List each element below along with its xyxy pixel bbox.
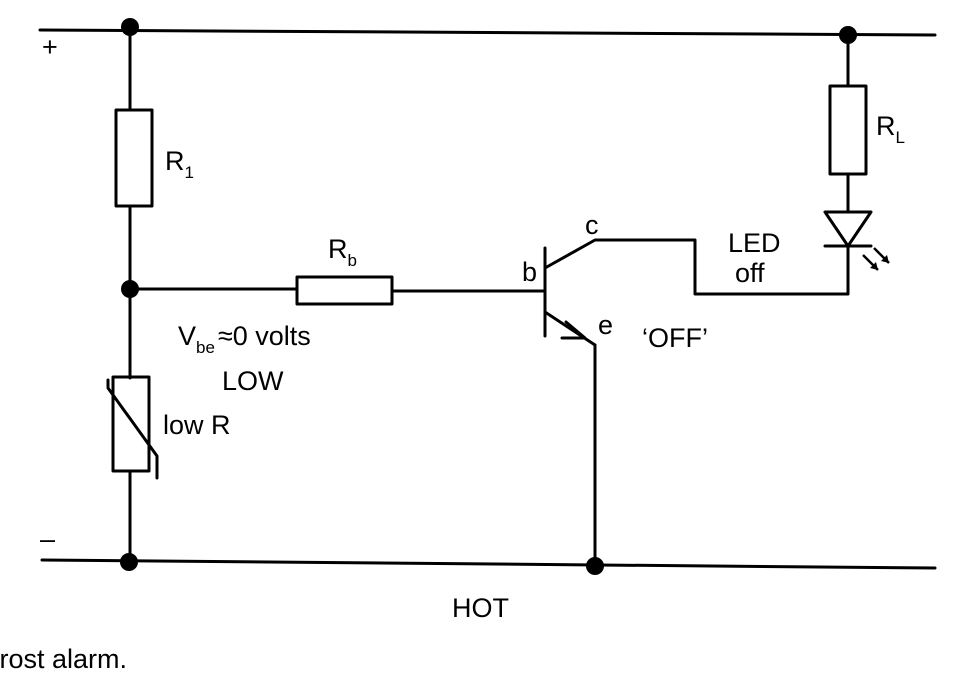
led-label-line2: off (735, 258, 765, 288)
junction-dot-bottom-left (120, 553, 138, 571)
vbe-annotation: Vbe≈0 volts (178, 321, 311, 357)
junction-dot-top-left (121, 18, 139, 36)
thermistor-label: low R (163, 410, 231, 440)
led-label-line1: LED (728, 228, 781, 258)
emitter-terminal-label: e (598, 310, 613, 340)
light-rays-icon (862, 247, 890, 271)
junction-dot-top-right (839, 26, 857, 44)
junction-dot-emitter (586, 557, 604, 575)
rl-label: RL (876, 111, 905, 147)
rb-label: Rb (328, 234, 357, 270)
r1-resistor (114, 108, 154, 208)
negative-rail (40, 558, 937, 570)
condition-label: HOT (452, 593, 509, 623)
transistor-state-label: ‘OFF’ (642, 323, 708, 353)
base-terminal-label: b (522, 257, 537, 287)
junction-dot-divider (121, 280, 139, 298)
collector-terminal-label: c (585, 210, 599, 240)
thermistor (111, 375, 151, 473)
led-triangle (823, 210, 873, 248)
rb-resistor (295, 275, 394, 306)
positive-rail (38, 28, 937, 37)
collector-wire (543, 238, 850, 296)
positive-label: + (42, 32, 58, 62)
emitter-lead (543, 310, 597, 347)
rl-resistor (828, 84, 868, 176)
negative-label: – (40, 524, 55, 554)
thermistor-slash (106, 378, 159, 480)
r1-label: R1 (165, 146, 194, 182)
level-label: LOW (222, 366, 284, 396)
figure-caption: frost alarm. (0, 644, 127, 674)
emitter-arrow (560, 320, 587, 340)
